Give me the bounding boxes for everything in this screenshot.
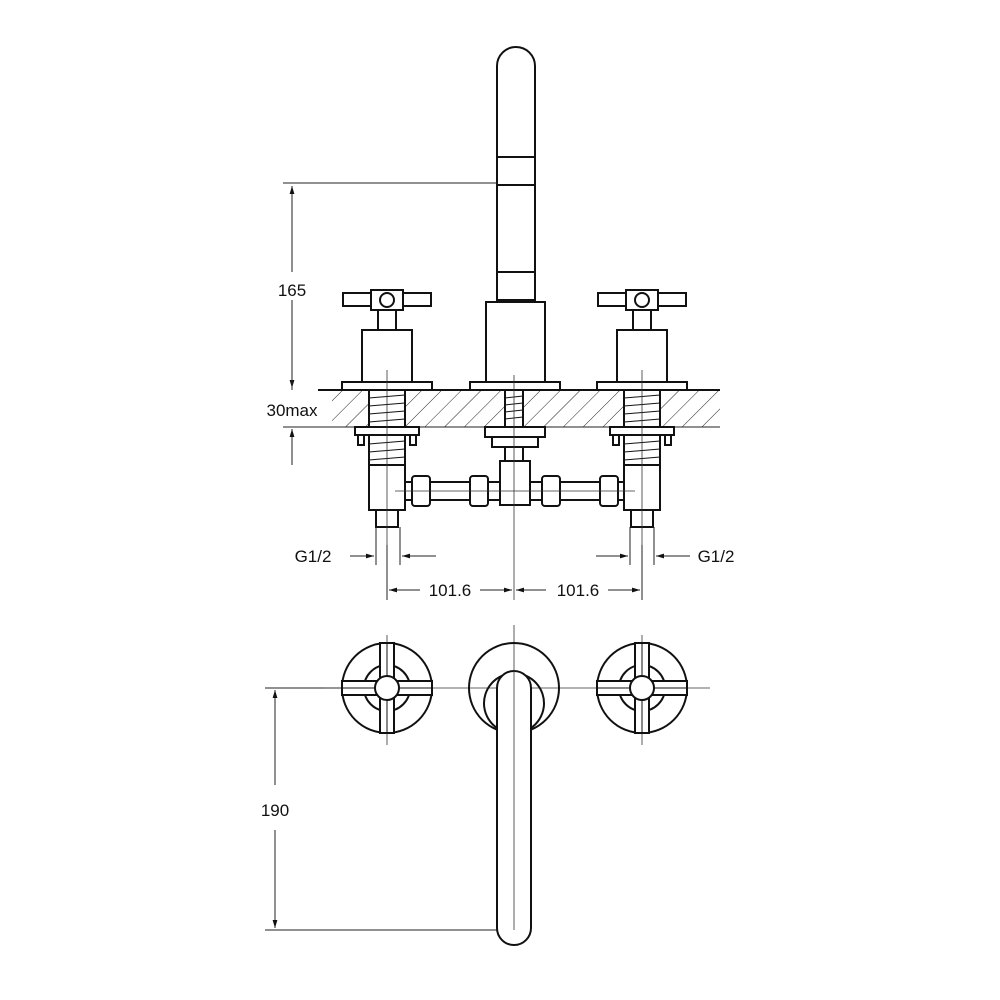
drawing-stroke xyxy=(379,292,395,308)
dim-counter-max: 30max xyxy=(266,401,318,420)
dim-spout-height: 165 xyxy=(278,281,306,300)
left-handle-top-view xyxy=(341,642,433,734)
drawing-stroke xyxy=(377,309,397,331)
drawing-stroke xyxy=(357,434,365,446)
dimension-lines xyxy=(265,182,690,931)
drawing-stroke xyxy=(629,675,655,701)
spout-side-view xyxy=(469,46,561,506)
drawing-stroke xyxy=(612,434,620,446)
drawing-stroke xyxy=(409,434,417,446)
drawing-stroke xyxy=(374,675,400,701)
dim-spacing-left: 101.6 xyxy=(429,581,472,600)
dim-spout-reach: 190 xyxy=(261,801,289,820)
dim-thread-left: G1/2 xyxy=(295,547,332,566)
connecting-pipe xyxy=(404,460,626,507)
drawing-stroke xyxy=(664,434,672,446)
centerlines xyxy=(386,370,643,600)
dim-spacing-right: 101.6 xyxy=(557,581,600,600)
top-view xyxy=(325,625,710,946)
spout-top-view xyxy=(468,642,560,946)
right-handle-top-view xyxy=(596,642,688,734)
dim-thread-right: G1/2 xyxy=(698,547,735,566)
drawing-stroke xyxy=(632,309,652,331)
drawing-stroke xyxy=(634,292,650,308)
